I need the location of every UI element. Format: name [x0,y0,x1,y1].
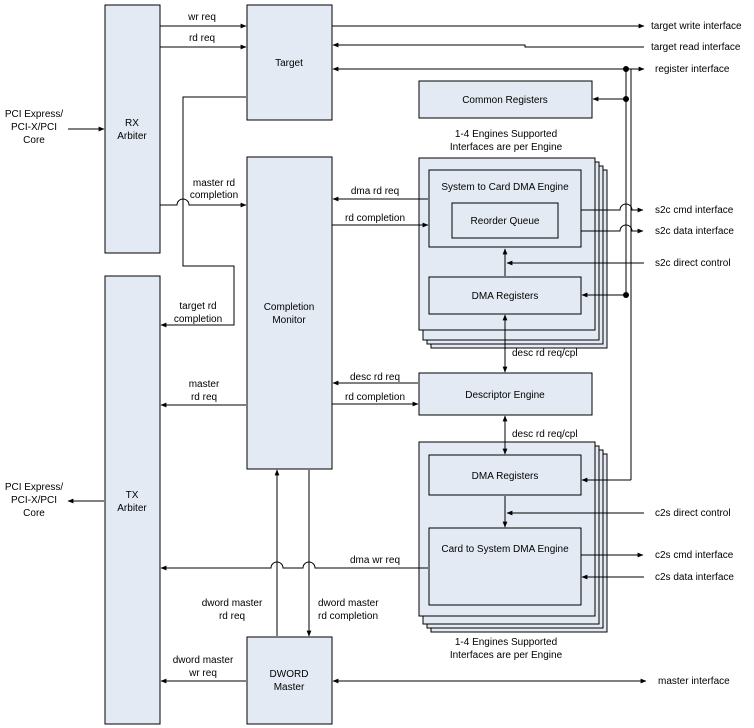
desc-rd-req-label: desc rd req [350,372,400,383]
engines-note-top-1: 1-4 Engines Supported [455,129,557,140]
engines-note-bottom-1: 1-4 Engines Supported [455,637,557,648]
master-rd-completion-arrow [160,198,247,208]
s2c-data-interface-label: s2c data interface [655,226,734,237]
pci-core-out-label-1: PCI Express/ [5,482,64,493]
reorder-queue-block [451,202,559,239]
dma-rd-req-label: dma rd req [351,186,399,197]
engines-note-top-2: Interfaces are per Engine [450,142,563,153]
c2s-data-interface-label: c2s data interface [655,572,734,583]
master-rd-req-label-1: master [189,379,220,390]
pci-core-in-label-2: PCI-X/PCI [11,122,57,133]
master-interface-label: master interface [658,676,730,687]
rx-arbiter-label-2: Arbiter [117,131,147,142]
target-label: Target [275,58,303,69]
s2c-direct-control-label: s2c direct control [655,258,731,269]
dword-master-wr-req-label-1: dword master [173,655,234,666]
s2c-cmd-interface-arrow [581,203,644,213]
dword-master-rd-req-label-2: rd req [219,611,245,622]
rd-completion-2-label: rd completion [345,392,405,403]
common-registers-block [418,80,593,119]
c2s-cmd-interface-label: c2s cmd interface [655,550,734,561]
s2c-dma-registers-block [428,276,582,315]
s2c-dma-engine-label: System to Card DMA Engine [441,182,569,193]
engines-note-bottom-2: Interfaces are per Engine [450,650,563,661]
register-interface-label: register interface [655,64,730,75]
s2c-dma-registers-label: DMA Registers [472,291,539,302]
master-rd-completion-label-2: completion [190,190,238,201]
tx-arbiter-label-1: TX [126,490,139,501]
common-registers-label: Common Registers [462,95,548,106]
pci-core-in-label-3: Core [23,135,45,146]
master-rd-completion-label-1: master rd [193,178,235,189]
s2c-data-interface-arrow [581,224,644,234]
target-rd-completion-label-1: target rd [179,301,216,312]
c2s-direct-control-label: c2s direct control [655,508,731,519]
dword-master-wr-req-label-2: wr req [188,668,217,679]
c2s-dma-engine-label: Card to System DMA Engine [441,544,569,555]
target-write-interface-label: target write interface [651,21,742,32]
descriptor-engine-label: Descriptor Engine [465,390,545,401]
dma-wr-req-arrow [160,561,428,571]
target-rd-completion-label-2: completion [174,314,222,325]
c2s-dma-registers-block [428,454,582,496]
completion-monitor-block [246,156,333,470]
pci-core-out-label-3: Core [23,508,45,519]
master-rd-req-label-2: rd req [191,392,217,403]
dword-master-label-1: DWORD [270,669,309,680]
rd-completion-1-label: rd completion [345,213,405,224]
target-read-interface-label: target read interface [651,42,741,53]
reorder-queue-label: Reorder Queue [471,216,540,227]
descriptor-engine-block [418,372,593,416]
c2s-dma-registers-label: DMA Registers [472,471,539,482]
completion-monitor-label-1: Completion [264,302,315,313]
desc-rd-req-cpl-1-label: desc rd req/cpl [512,348,578,359]
target-block [246,4,333,121]
dword-master-rd-completion-label-1: dword master [318,598,379,609]
pci-core-out-label-2: PCI-X/PCI [11,495,57,506]
dma-wr-req-label: dma wr req [350,555,400,566]
dword-master-label-2: Master [274,682,305,693]
tx-arbiter-label-2: Arbiter [117,503,147,514]
rx-arbiter-label-1: RX [125,118,139,129]
c2s-dma-engine-block [428,527,582,606]
target-read-interface-arrow [332,42,644,48]
desc-rd-req-cpl-2-label: desc rd req/cpl [512,429,578,440]
tx-arbiter-block [104,275,161,725]
dword-master-rd-req-label-1: dword master [202,598,263,609]
pci-core-in-label-1: PCI Express/ [5,109,64,120]
dword-master-rd-completion-label-2: rd completion [318,611,378,622]
wr-req-label: wr req [187,12,216,23]
rx-arbiter-block [104,4,161,254]
rd-req-label: rd req [189,33,215,44]
s2c-cmd-interface-label: s2c cmd interface [655,205,734,216]
target-rd-completion-wire [160,96,246,328]
completion-monitor-label-2: Monitor [272,315,306,326]
dword-master-block [246,636,333,725]
